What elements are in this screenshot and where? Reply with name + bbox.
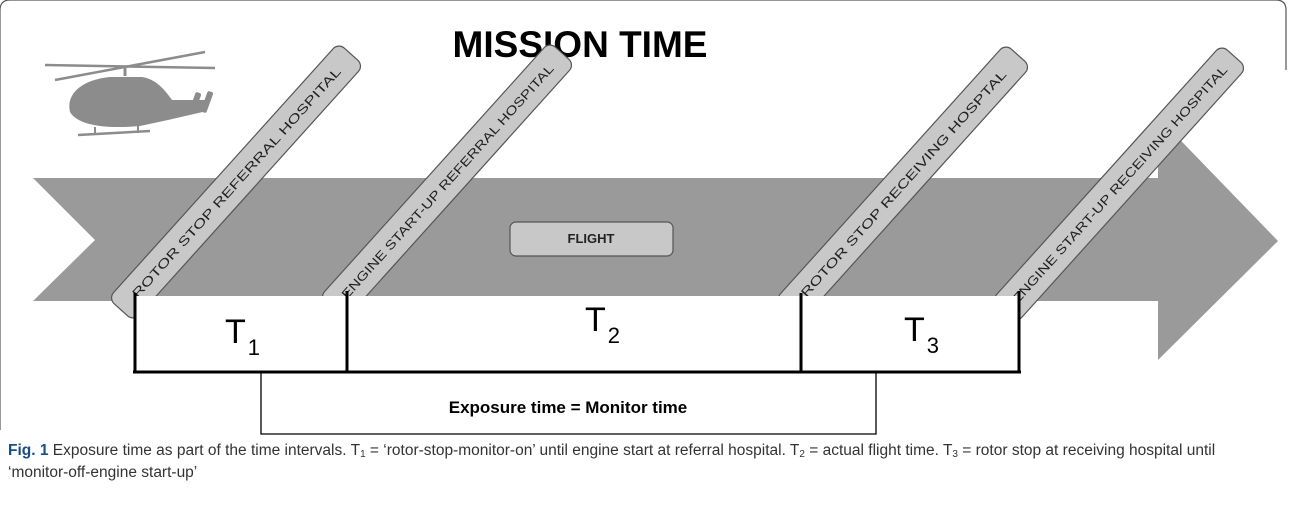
caption-lead: Fig. 1 (8, 442, 49, 459)
caption-text: = rotor stop at receiving hospital until… (8, 442, 1216, 481)
exposure-bracket (260, 372, 877, 435)
diagram-title: MISSION TIME (453, 24, 708, 65)
exposure-label: Exposure time = Monitor time (449, 398, 688, 417)
caption-text: = ‘rotor-stop-monitor-on’ until engine s… (365, 442, 800, 459)
caption-text: Exposure time as part of the time interv… (48, 442, 361, 459)
interval-t1: T1 (225, 313, 260, 360)
caption-sub: 3 (952, 449, 958, 460)
flight-label: FLIGHT (568, 231, 615, 246)
interval-bracket (133, 291, 1021, 374)
interval-t3: T3 (904, 311, 939, 358)
helicopter-icon (44, 50, 216, 137)
caption-sub: 2 (799, 449, 805, 460)
figure-frame (0, 0, 1287, 430)
interval-t2: T2 (585, 301, 620, 348)
flight-box (509, 221, 674, 257)
figure-caption: Fig. 1 Exposure time as part of the time… (8, 440, 1276, 484)
caption-sub: 1 (360, 449, 366, 460)
caption-text: = actual flight time. T (804, 442, 953, 459)
interval-area (135, 296, 1019, 372)
